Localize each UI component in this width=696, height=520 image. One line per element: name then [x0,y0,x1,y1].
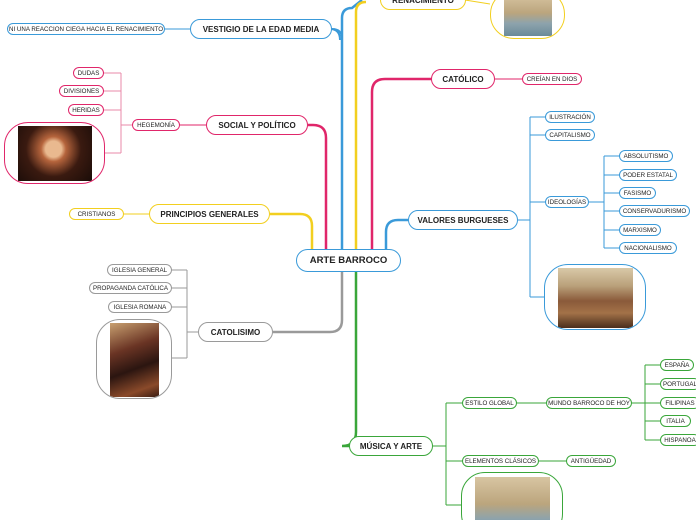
node-creian-en-dios[interactable]: CREÍAN EN DIOS [522,73,582,85]
fountain-image-bottom [475,477,550,520]
branch-catolico[interactable]: CATÓLICO [431,69,495,89]
node-heridas[interactable]: HERIDAS [68,104,104,116]
branch-principios[interactable]: PRINCIPIOS GENERALES [149,204,270,224]
battle-painting-image-node[interactable] [544,264,646,330]
branch-musica[interactable]: MÚSICA Y ARTE [349,436,433,456]
node-espana[interactable]: ESPAÑA [660,359,694,371]
battle-painting-image [558,268,633,328]
node-dudas[interactable]: DUDAS [73,67,104,79]
node-conservadurismo[interactable]: CONSERVADURISMO [619,205,690,217]
node-ideologias[interactable]: IDEOLOGÍAS [545,196,589,208]
node-divisiones[interactable]: DIVISIONES [59,85,104,97]
node-ilustracion[interactable]: ILUSTRACIÓN [545,111,595,123]
fountain-image-node-top[interactable] [490,0,565,39]
node-iglesia-general[interactable]: IGLESIA GENERAL [107,264,172,276]
painting-image-node[interactable] [4,122,105,184]
node-estilo-global[interactable]: ESTILO GLOBAL [462,397,517,409]
node-filipinas[interactable]: FILIPINAS [660,397,696,409]
node-nacionalismo[interactable]: NACIONALISMO [619,242,677,254]
node-fasismo[interactable]: FASISMO [619,187,656,199]
node-italia[interactable]: ITALIA [660,415,691,427]
node-iglesia-romana[interactable]: IGLESIA ROMANA [108,301,172,313]
node-mundo-barroco[interactable]: MUNDO BARROCO DE HOY [546,397,632,409]
node-reaccion[interactable]: NI UNA REACCION CIEGA HACIA EL RENACIMIE… [7,23,165,35]
node-propaganda-catolica[interactable]: PROPAGANDA CATÓLICA [89,282,172,294]
branch-social[interactable]: SOCIAL Y POLÍTICO [206,115,308,135]
branch-catolicismo[interactable]: CATOLISIMO [198,322,273,342]
node-poder-estatal[interactable]: PODER ESTATAL [619,169,677,181]
painting-image [18,126,92,181]
node-cristianos[interactable]: CRISTIANOS [69,208,124,220]
node-absolutismo[interactable]: ABSOLUTISMO [619,150,673,162]
node-elementos-clasicos[interactable]: ELEMENTOS CLÁSICOS [462,455,539,467]
node-hegemonia[interactable]: HEGEMONÍA [132,119,180,131]
branch-vestigio[interactable]: VESTIGIO DE LA EDAD MEDIA [190,19,332,39]
branch-valores[interactable]: VALORES BURGUESES [408,210,518,230]
branch-renacimiento[interactable]: RENACIMIENTO [380,0,466,10]
fountain-image [504,0,552,36]
root-node[interactable]: ARTE BARROCO [296,249,401,272]
node-capitalismo[interactable]: CAPITALISMO [545,129,595,141]
node-hispanoa[interactable]: HISPANOA [660,434,696,446]
religious-painting-image-node[interactable] [96,319,172,399]
node-portugal[interactable]: PORTUGAL [660,378,696,390]
node-antiguedad[interactable]: ANTIGÜEDAD [566,455,616,467]
fountain-image-node-bottom[interactable] [461,472,563,520]
religious-painting-image [110,323,159,397]
node-marxismo[interactable]: MARXISMO [619,224,661,236]
